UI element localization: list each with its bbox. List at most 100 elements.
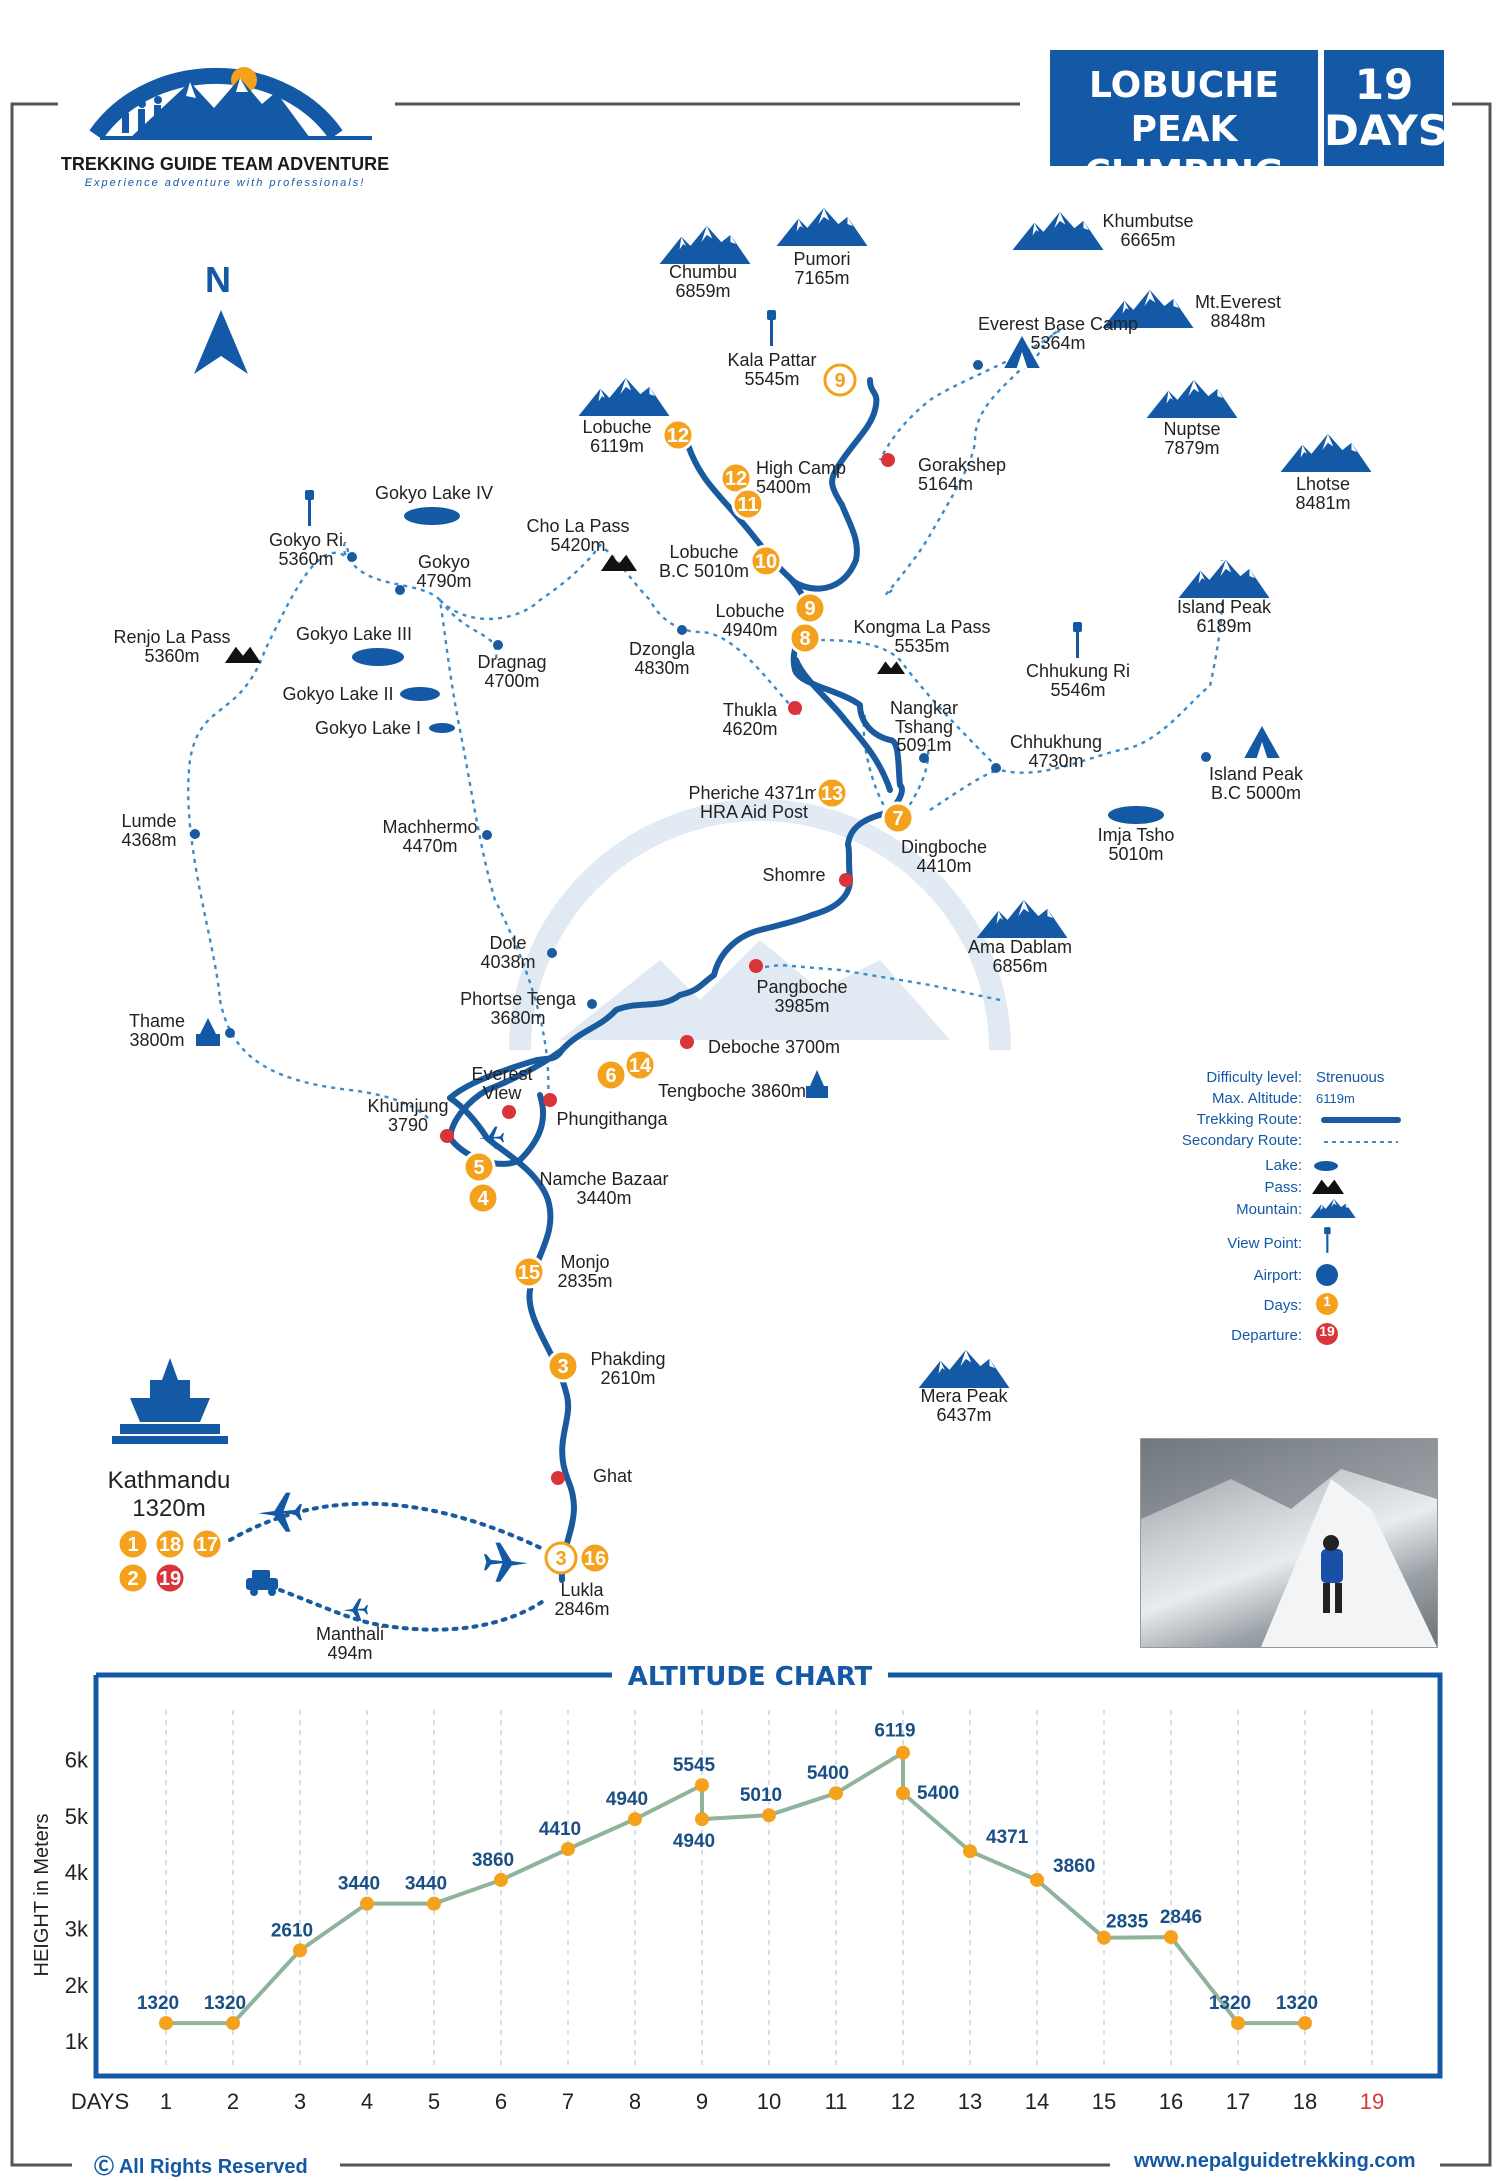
data-point — [427, 1896, 441, 1911]
flight-paths — [228, 1501, 547, 1632]
place-name: Gokyo — [418, 552, 470, 572]
day-marker-number: 11 — [737, 494, 758, 516]
place-altitude: Tshang — [895, 717, 953, 737]
x-tick-label: 5 — [428, 2089, 440, 2114]
place-name: Chhukung Ri — [1026, 661, 1130, 681]
data-point — [963, 1844, 977, 1859]
day-marker-number: 14 — [629, 1055, 652, 1077]
place-name: Phakding — [590, 1349, 665, 1369]
day-marker — [153, 1561, 187, 1595]
legend-label: Mountain: — [1236, 1201, 1302, 1218]
day-marker-number: 8 — [799, 628, 810, 650]
place-name: Everest — [471, 1064, 532, 1084]
x-tick-label: 11 — [825, 2089, 848, 2114]
data-point — [159, 2016, 173, 2031]
legend-label: Lake: — [1265, 1157, 1302, 1174]
mountain-altitude: 6856m — [992, 956, 1047, 976]
data-label: 5010 — [740, 1785, 782, 1806]
place-altitude: 5535m — [894, 636, 949, 656]
mountain-altitude: 6189m — [1196, 616, 1251, 636]
chart-grid — [165, 1710, 1373, 2070]
gompa-icon — [196, 1018, 828, 1098]
chart-ylabel: HEIGHT in Meters — [31, 1814, 53, 1977]
place-name: Thukla — [723, 700, 778, 720]
day-marker — [190, 1527, 224, 1561]
y-tick-label: 6k — [65, 1747, 89, 1772]
place-name: Phungithanga — [556, 1109, 668, 1129]
day-marker-number: 1 — [127, 1534, 138, 1556]
place-name: Cho La Pass — [526, 516, 629, 536]
place-altitude: 5545m — [744, 369, 799, 389]
place-altitude: 5010m — [1108, 844, 1163, 864]
legend-label: Secondary Route: — [1182, 1132, 1302, 1149]
brand-tagline: Experience adventure with professionals! — [85, 177, 366, 189]
data-label: 3860 — [472, 1850, 514, 1871]
data-point — [829, 1786, 843, 1801]
copyright-icon: Ⓒ — [94, 2156, 114, 2178]
data-point — [1030, 1872, 1044, 1887]
place-altitude: 3440m — [576, 1188, 631, 1208]
mountain-name: Khumbutse — [1102, 211, 1193, 231]
y-tick-label: 5k — [65, 1804, 89, 1829]
mountain-altitude: 7879m — [1164, 438, 1219, 458]
place-altitude: 5360m — [278, 549, 333, 569]
place-name: 5091m — [896, 735, 951, 755]
place-name: Lobuche — [715, 601, 784, 621]
mountain-altitude: 6859m — [675, 281, 730, 301]
data-point — [494, 1872, 508, 1887]
day-marker — [823, 363, 857, 397]
y-tick-label: 4k — [65, 1860, 89, 1885]
data-label: 4410 — [539, 1819, 581, 1840]
website-link[interactable]: www.nepalguidetrekking.com — [1134, 2150, 1416, 2172]
mountain-altitude: 8848m — [1210, 311, 1265, 331]
data-label: 5545 — [673, 1755, 716, 1776]
place-name: Kala Pattar — [727, 350, 816, 370]
place-name: Lukla — [560, 1580, 604, 1600]
chart-frame — [93, 1672, 1443, 2079]
day-marker — [116, 1527, 150, 1561]
chart-title: ALTITUDE CHART — [628, 1662, 873, 1692]
x-tick-label: 10 — [757, 2089, 781, 2114]
place-altitude: View — [483, 1083, 523, 1103]
day-marker-number: 10 — [755, 551, 777, 573]
day-marker-number: 12 — [725, 468, 747, 490]
legend-value: 6119m — [1316, 1091, 1355, 1106]
place-altitude: 5420m — [550, 535, 605, 555]
place-altitude: 5164m — [918, 474, 973, 494]
x-tick-label: 17 — [1226, 2089, 1250, 2114]
x-tick-label: 19 — [1360, 2089, 1384, 2114]
data-point — [896, 1786, 910, 1801]
place-name: Chhukhung — [1010, 732, 1102, 752]
place-name: Gokyo Lake III — [296, 624, 412, 644]
place-altitude: 4470m — [402, 836, 457, 856]
day-marker — [578, 1541, 612, 1575]
place-name: Kathmandu — [108, 1467, 231, 1494]
mountain-name: Lhotse — [1296, 474, 1350, 494]
legend-label: Max. Altitude: — [1212, 1090, 1302, 1107]
day-marker-number: 3 — [555, 1548, 566, 1570]
day-marker — [594, 1058, 628, 1092]
mountain-name: Nuptse — [1163, 419, 1220, 439]
day-marker-number: 17 — [196, 1534, 218, 1556]
x-tick-label: 4 — [361, 2089, 373, 2114]
day-marker — [788, 621, 822, 655]
day-marker-number: 15 — [518, 1262, 540, 1284]
legend-departure-icon — [1316, 1323, 1338, 1345]
place-name: Dole — [489, 933, 526, 953]
place-name: Tengboche 3860m — [658, 1081, 806, 1101]
day-marker — [512, 1255, 546, 1289]
car-icon — [246, 1570, 278, 1596]
place-dots — [190, 360, 1211, 1038]
place-altitude: 5364m — [1030, 333, 1085, 353]
data-point — [360, 1896, 374, 1911]
place-altitude: 3985m — [774, 996, 829, 1016]
x-tick-label: 2 — [227, 2089, 239, 2114]
data-point — [896, 1745, 910, 1760]
mountain-altitude: 6437m — [936, 1405, 991, 1425]
place-altitude: 4620m — [722, 719, 777, 739]
legend-label: Airport: — [1254, 1267, 1302, 1284]
y-tick-label: 3k — [65, 1916, 89, 1941]
place-altitude: 5546m — [1050, 680, 1105, 700]
y-tick-label: 1k — [65, 2029, 89, 2054]
